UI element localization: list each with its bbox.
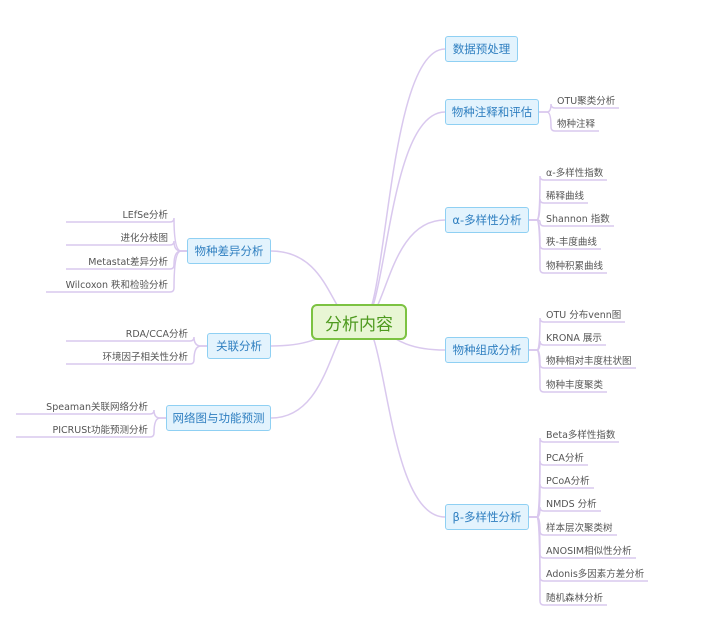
leaf-connector — [529, 219, 607, 274]
leaf-alpha-index[interactable]: α-多样性指数 — [546, 168, 604, 179]
branch-alpha-diversity[interactable]: α-多样性分析 — [445, 207, 529, 233]
branch-beta-diversity[interactable]: β-多样性分析 — [445, 504, 529, 530]
leaf-connector — [529, 506, 601, 518]
leaf-relative-abundance-bar[interactable]: 物种相对丰度柱状图 — [546, 356, 632, 367]
branch-connector — [361, 321, 446, 518]
leaf-connector — [529, 340, 606, 351]
leaf-connector — [539, 111, 599, 132]
leaf-anosim[interactable]: ANOSIM相似性分析 — [546, 546, 632, 557]
leaf-connector — [66, 217, 187, 252]
branch-connector — [361, 48, 446, 323]
leaf-connector — [539, 103, 619, 113]
leaf-otu-venn[interactable]: OTU 分布venn图 — [546, 310, 622, 321]
branch-correlation[interactable]: 关联分析 — [207, 333, 271, 359]
leaf-connector — [529, 516, 607, 606]
leaf-picrust[interactable]: PICRUSt功能预测分析 — [52, 425, 148, 436]
leaf-connector — [529, 349, 607, 393]
leaf-lefse[interactable]: LEfSe分析 — [122, 210, 168, 221]
leaf-connector — [16, 409, 166, 419]
leaf-krona[interactable]: KRONA 展示 — [546, 333, 602, 344]
leaf-adonis[interactable]: Adonis多因素方差分析 — [546, 569, 645, 580]
leaf-rda-cca[interactable]: RDA/CCA分析 — [125, 329, 188, 340]
leaf-connector — [46, 250, 187, 293]
branch-network-function[interactable]: 网络图与功能预测 — [166, 405, 271, 431]
leaf-cladogram[interactable]: 进化分枝图 — [120, 233, 168, 244]
branch-connector — [361, 111, 446, 323]
leaf-species-annotation[interactable]: 物种注释 — [557, 119, 596, 130]
branch-species-difference[interactable]: 物种差异分析 — [187, 238, 271, 264]
branch-data-preprocessing[interactable]: 数据预处理 — [445, 36, 518, 62]
leaf-beta-index[interactable]: Beta多样性指数 — [546, 430, 616, 441]
leaf-connector — [529, 317, 625, 351]
leaf-species-accumulation[interactable]: 物种积累曲线 — [546, 261, 604, 272]
leaf-connector — [529, 483, 594, 518]
center-node[interactable]: 分析内容 — [311, 304, 407, 340]
leaf-env-factor-correlation[interactable]: 环境因子相关性分析 — [102, 352, 188, 363]
leaf-metastat[interactable]: Metastat差异分析 — [88, 257, 168, 268]
leaf-connector — [66, 345, 207, 365]
leaf-wilcoxon[interactable]: Wilcoxon 秩和检验分析 — [65, 280, 168, 291]
leaf-random-forest[interactable]: 随机森林分析 — [546, 593, 604, 604]
leaf-rarefaction-curve[interactable]: 稀释曲线 — [546, 191, 585, 202]
branch-species-annotation[interactable]: 物种注释和评估 — [445, 99, 539, 125]
leaf-pca[interactable]: PCA分析 — [546, 453, 584, 464]
leaf-nmds[interactable]: NMDS 分析 — [546, 499, 597, 510]
leaf-hierarchical-clustering[interactable]: 样本层次聚类树 — [546, 523, 613, 534]
leaf-shannon-index[interactable]: Shannon 指数 — [546, 214, 610, 225]
leaf-rank-abundance[interactable]: 秩-丰度曲线 — [546, 237, 597, 248]
leaf-otu-clustering[interactable]: OTU聚类分析 — [557, 96, 616, 107]
leaf-connector — [529, 198, 588, 221]
leaf-abundance-clustering[interactable]: 物种丰度聚类 — [546, 380, 604, 391]
leaf-connector — [16, 417, 166, 438]
leaf-connector — [66, 240, 187, 252]
leaf-pcoa[interactable]: PCoA分析 — [546, 476, 590, 487]
leaf-connector — [66, 336, 207, 347]
leaf-spearman-network[interactable]: Speaman关联网络分析 — [46, 402, 148, 413]
branch-species-composition[interactable]: 物种组成分析 — [445, 337, 529, 363]
